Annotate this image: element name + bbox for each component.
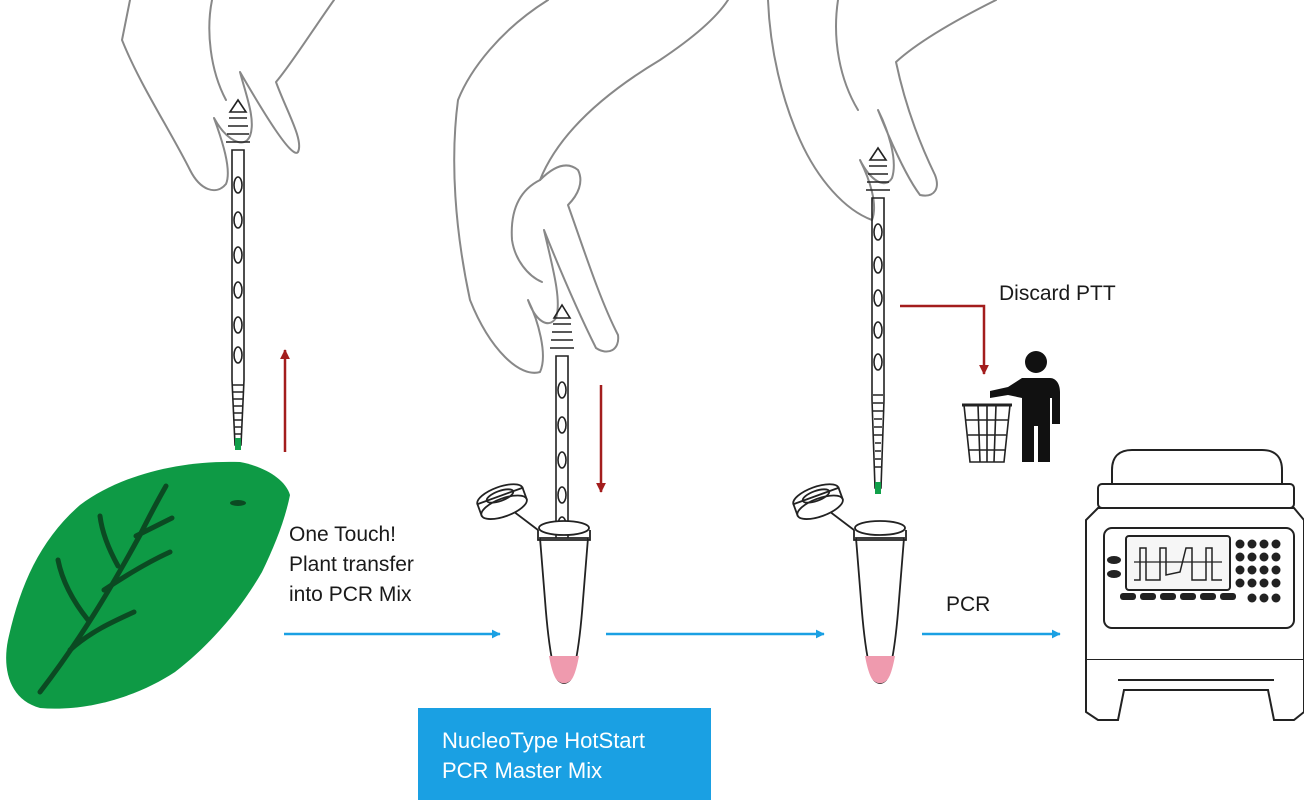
pcr-tube-2 xyxy=(792,483,907,684)
hand-2 xyxy=(453,0,729,374)
thermal-cycler xyxy=(1085,449,1304,721)
pcr-tube-1 xyxy=(476,483,591,684)
hand-3 xyxy=(767,0,997,221)
person-icon xyxy=(990,351,1060,462)
hand-2-thumb xyxy=(510,179,543,283)
hand-3-finger xyxy=(835,0,859,111)
arrow-discard-red xyxy=(900,304,989,375)
discard-label: Discard PTT xyxy=(999,282,1116,305)
trash-bin-icon xyxy=(962,403,1012,463)
step1-line-1: One Touch! xyxy=(289,523,397,546)
step1-line-2: Plant transfer xyxy=(289,553,414,576)
product-name: NucleoType HotStart PCR Master Mix xyxy=(442,726,645,786)
leaf xyxy=(6,461,290,709)
cycler-buttons xyxy=(1107,539,1281,603)
hand-1 xyxy=(121,0,335,192)
product-line-2: PCR Master Mix xyxy=(442,758,603,783)
pcr-label: PCR xyxy=(946,593,991,616)
step1-label: One Touch! Plant transfer into PCR Mix xyxy=(289,520,414,610)
product-box: NucleoType HotStart PCR Master Mix xyxy=(418,708,711,800)
ptt-3 xyxy=(866,146,890,494)
product-line-1: NucleoType HotStart xyxy=(442,728,645,753)
step1-line-3: into PCR Mix xyxy=(289,583,412,606)
product-box-bg xyxy=(418,708,711,800)
hand-1-finger xyxy=(208,0,227,101)
ptt-1 xyxy=(226,98,250,450)
